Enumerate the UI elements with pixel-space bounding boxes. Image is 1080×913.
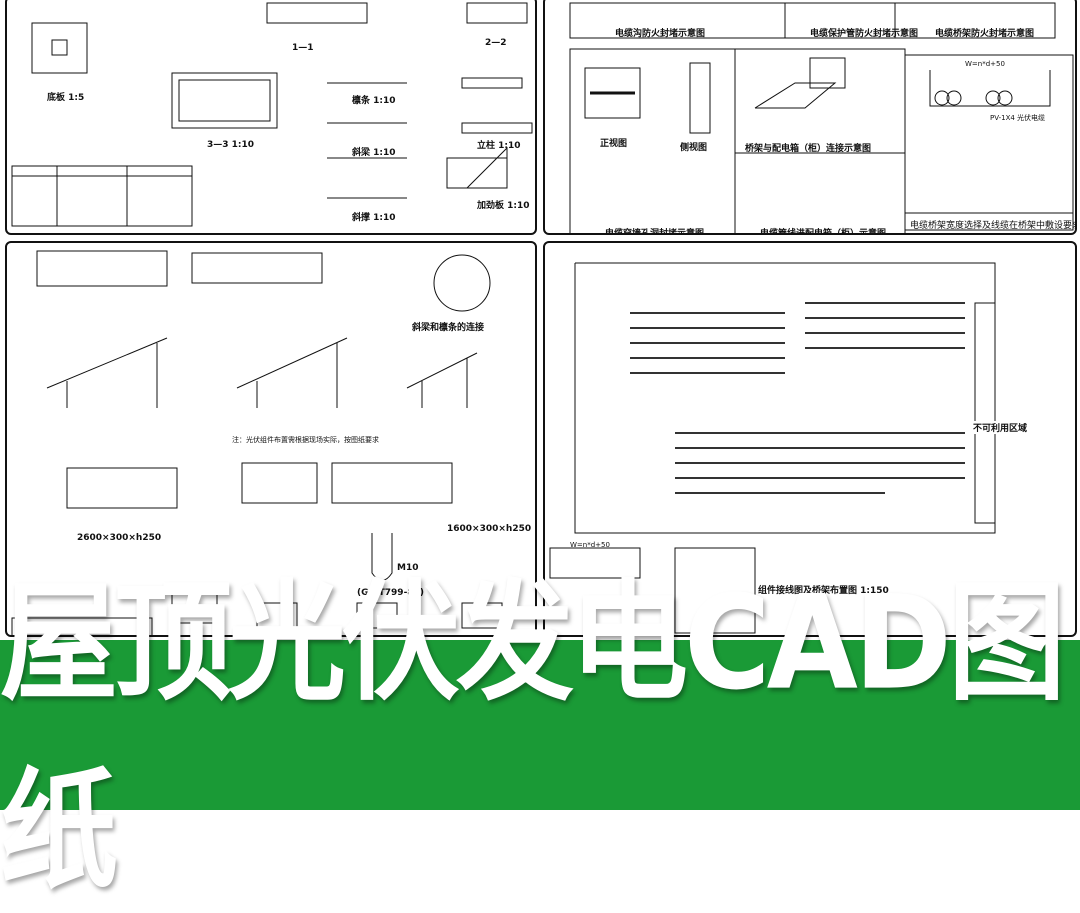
fire-sealing-linework — [569, 2, 1074, 233]
title-wall-hole-sealing: 电缆穿墙孔洞封堵示意图 — [605, 229, 705, 235]
label-section-3-3: 3—3 1:10 — [207, 140, 255, 150]
label-section-2-2: 2—2 — [485, 38, 507, 48]
label-section-1-1: 1—1 — [292, 43, 314, 53]
label-standard: (GB/T799-88) — [357, 588, 424, 598]
label-foundation-2: 1600×300×h250 — [447, 524, 532, 534]
label-side-view: 侧视图 — [680, 143, 708, 153]
label-foundation-1: 2600×300×h250 — [77, 533, 162, 543]
title-tray-sealing: 电缆桥架防火封堵示意图 — [935, 29, 1035, 39]
note-layout: 注：光伏组件布置需根据现场实际，按图纸要求 — [232, 436, 379, 444]
drawing-panel-pv-support: 斜梁和檩条的连接 注：光伏组件布置需根据现场实际，按图纸要求 2600×300×… — [5, 241, 537, 637]
structure-linework — [11, 2, 533, 227]
label-beam: 斜梁 1:10 — [352, 148, 396, 158]
label-pv-cable: PV-1X4 光伏电缆 — [990, 114, 1046, 122]
drawing-panel-fire-sealing: 电缆沟防火封堵示意图 电缆保护管防火封堵示意图 电缆桥架防火封堵示意图 正视图 … — [543, 0, 1077, 235]
label-front-view: 正视图 — [600, 139, 628, 149]
title-tray-cabinet: 桥架与配电箱（柜）连接示意图 — [745, 144, 872, 154]
title-trench-sealing: 电缆沟防火封堵示意图 — [615, 29, 706, 39]
label-stiffener: 加劲板 1:10 — [477, 201, 530, 211]
drawing-panel-structure-details: 底板 1:5 1—1 2—2 3—3 1:10 檩条 1:10 斜梁 1:10 … — [5, 0, 537, 235]
formula-tray-width: W=n*d+50 — [570, 541, 610, 549]
banner-title: 屋顶光伏发电CAD图纸 — [0, 566, 1066, 907]
title-tray-width: 电缆桥架宽度选择及线缆在桥架中敷设要求 — [910, 221, 1077, 231]
label-brace: 斜撑 1:10 — [352, 213, 396, 223]
formula-tray-width: W=n*d+50 — [965, 60, 1005, 68]
label-column: 立柱 1:10 — [477, 141, 521, 151]
roof-layout-linework — [549, 262, 996, 634]
pv-support-linework — [11, 250, 503, 635]
label-bolt: M10 — [397, 563, 419, 573]
label-unusable-zone: 不可利用区域 — [973, 421, 1028, 434]
label-purlin: 檩条 1:10 — [352, 96, 396, 106]
title-layout-plan: 组件接线图及桥架布置图 1:150 — [758, 586, 889, 596]
title-conduit-sealing: 电缆保护管防火封堵示意图 — [810, 29, 919, 39]
drawing-panel-roof-layout: 不可利用区域 W=n*d+50 组件接线图及桥架布置图 1:150 — [543, 241, 1077, 637]
title-banner: 屋顶光伏发电CAD图纸 — [0, 567, 1080, 907]
label-base: 底板 1:5 — [47, 93, 85, 103]
label-beam-purlin-connection: 斜梁和檩条的连接 — [412, 323, 485, 333]
title-cable-cabinet: 电缆管线进配电箱（柜）示意图 — [760, 229, 887, 235]
